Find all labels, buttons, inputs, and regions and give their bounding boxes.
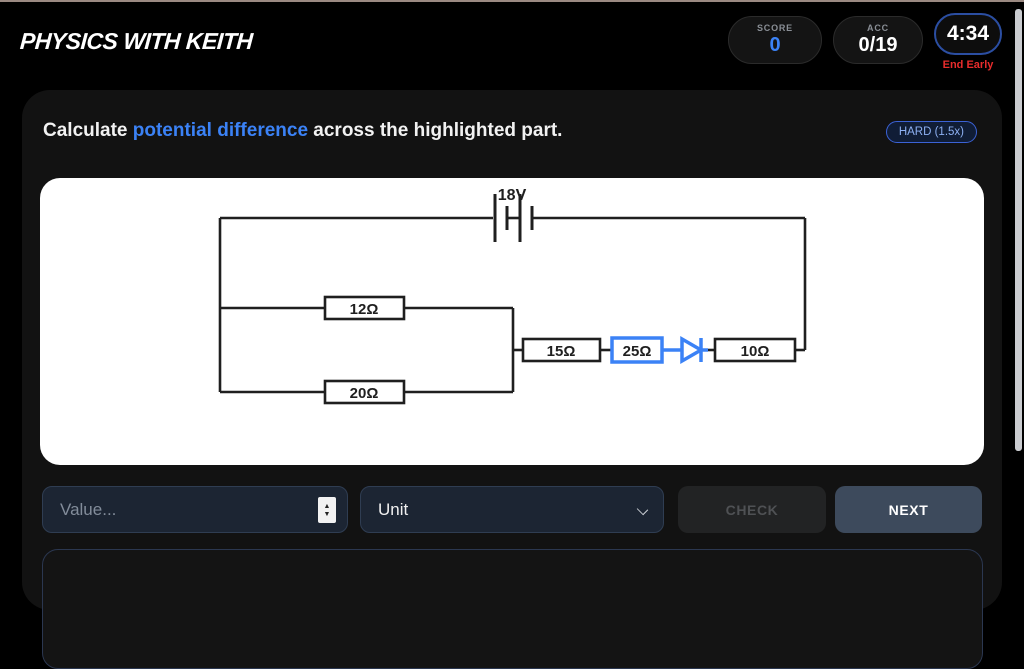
- header: PHYSICS WITH KEITH SCORE 0 ACC 0/19 4:34…: [0, 2, 1024, 88]
- stepper-up-icon[interactable]: ▲: [323, 502, 331, 510]
- next-button[interactable]: NEXT: [835, 486, 982, 533]
- circuit-diagram-panel: 18V: [40, 178, 984, 465]
- question-card: Calculate potential difference across th…: [22, 90, 1002, 669]
- score-value: 0: [769, 34, 781, 56]
- question-text: Calculate potential difference across th…: [43, 120, 562, 142]
- answer-controls: ▲ ▼ Unit CHECK NEXT: [22, 486, 1002, 534]
- chevron-down-icon: [636, 503, 649, 516]
- question-suffix: across the highlighted part.: [308, 120, 563, 141]
- next-section-card: [42, 549, 983, 669]
- resistor-15: 15Ω: [521, 337, 602, 363]
- resistor-25-highlighted: 25Ω: [610, 336, 664, 364]
- accuracy-value: 0/19: [858, 34, 898, 56]
- accuracy-label: ACC: [867, 23, 889, 33]
- resistor-15-label: 15Ω: [547, 343, 576, 360]
- scrollbar[interactable]: [1015, 9, 1022, 451]
- resistor-12-label: 12Ω: [350, 301, 379, 318]
- value-input[interactable]: [42, 486, 348, 533]
- timer-value: 4:34: [946, 22, 990, 45]
- value-field-wrap: ▲ ▼: [42, 486, 348, 533]
- difficulty-badge: HARD (1.5x): [885, 121, 977, 143]
- number-stepper[interactable]: ▲ ▼: [318, 497, 336, 523]
- top-accent-line: [0, 0, 1024, 2]
- resistor-25-label: 25Ω: [623, 343, 652, 360]
- resistor-20-label: 20Ω: [350, 385, 379, 402]
- resistor-10-label: 10Ω: [741, 343, 770, 360]
- unit-select[interactable]: Unit: [360, 486, 664, 533]
- check-button[interactable]: CHECK: [678, 486, 826, 533]
- diode-icon: [662, 335, 708, 365]
- circuit-diagram: 18V: [218, 187, 807, 405]
- resistor-10: 10Ω: [713, 337, 797, 363]
- question-prefix: Calculate: [43, 120, 133, 141]
- score-label: SCORE: [756, 23, 793, 33]
- circuit-wires: [218, 218, 807, 394]
- end-early-button[interactable]: End Early: [942, 59, 994, 71]
- accuracy-pill: ACC 0/19: [833, 16, 923, 64]
- stepper-down-icon[interactable]: ▼: [323, 510, 331, 518]
- battery-voltage-label: 18V: [498, 187, 527, 204]
- app-logo: PHYSICS WITH KEITH: [19, 28, 254, 54]
- resistor-20: 20Ω: [323, 379, 406, 405]
- question-highlight-term: potential difference: [132, 120, 309, 141]
- score-pill: SCORE 0: [728, 16, 822, 64]
- battery-icon: [220, 194, 805, 242]
- timer-pill: 4:34: [934, 13, 1002, 55]
- unit-select-value: Unit: [378, 499, 409, 519]
- resistor-12: 12Ω: [323, 295, 406, 321]
